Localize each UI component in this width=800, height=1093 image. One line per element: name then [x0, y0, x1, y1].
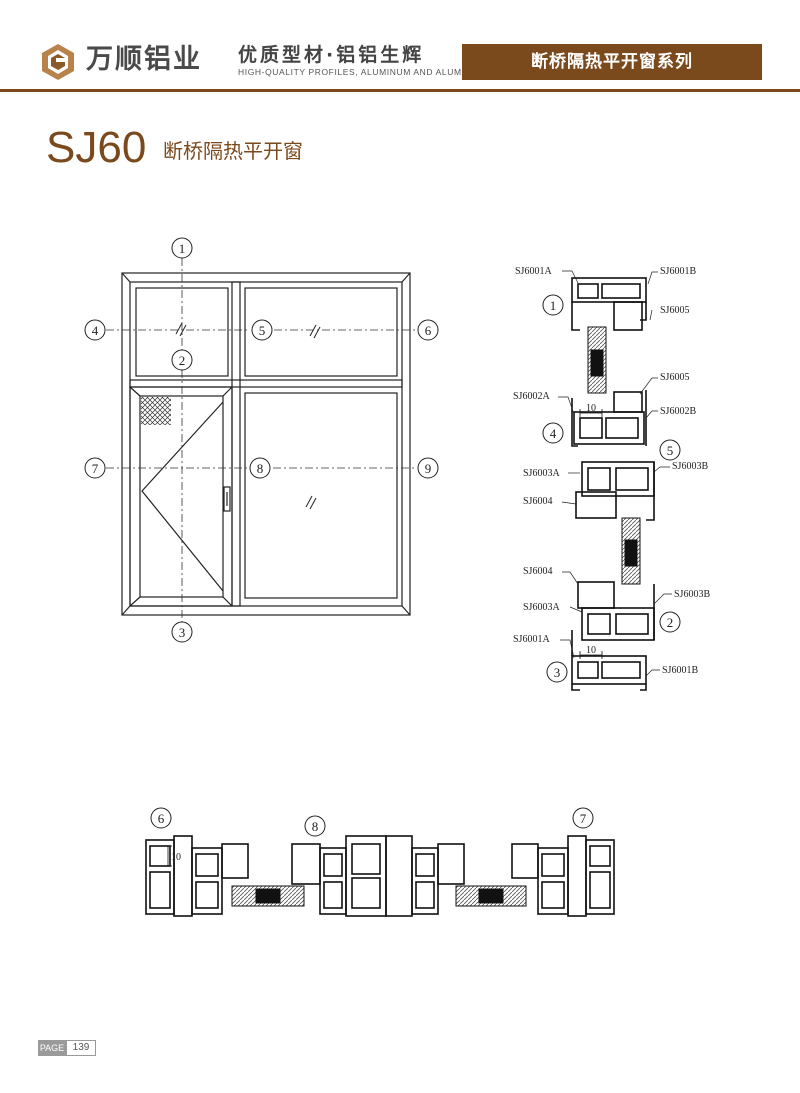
- label-sj6001b-bottom: SJ6001B: [662, 665, 698, 676]
- profile-sj6001-top: [571, 277, 647, 303]
- horizontal-mark-8: 8: [312, 819, 319, 834]
- label-sj6002a: SJ6002A: [513, 391, 550, 402]
- profile-sj6002: [573, 411, 645, 445]
- brand-name: 万顺铝业: [86, 44, 202, 75]
- label-sj6003a-bottom: SJ6003A: [523, 602, 560, 613]
- profile-sj6001-bottom: [571, 655, 647, 685]
- vertical-mark-1: 1: [550, 298, 557, 313]
- label-sj6001a-bottom: SJ6001A: [513, 634, 550, 645]
- slogan: 优质型材·铝铝生辉: [238, 44, 425, 66]
- insect-screen-hatch: [141, 397, 171, 425]
- opening-sash: [129, 386, 233, 607]
- elevation-mark-7: 7: [92, 461, 99, 476]
- label-sj6004-top: SJ6004: [523, 496, 552, 507]
- elevation-mark-2: 2: [179, 353, 186, 368]
- profile-sj6005-top: [613, 301, 643, 331]
- vertical-mark-3: 3: [554, 665, 561, 680]
- vertical-mark-4: 4: [550, 426, 557, 441]
- horizontal-transom: [129, 379, 403, 388]
- bottom-right-pane: [244, 392, 398, 599]
- top-right-pane: [244, 287, 398, 377]
- header-rule: [0, 89, 800, 92]
- horizontal-mark-6: 6: [158, 811, 165, 826]
- page-number: 139: [66, 1040, 96, 1056]
- profile-sj6005-mid: [613, 391, 643, 413]
- profile-right-frame: [585, 839, 615, 915]
- vertical-mark-2: 2: [667, 615, 674, 630]
- vertical-mark-5: 5: [667, 443, 674, 458]
- slogan-english: HIGH-QUALITY PROFILES, ALUMINUM AND ALUM…: [238, 67, 486, 77]
- label-sj6002b: SJ6002B: [660, 406, 696, 417]
- vertical-dim-a: 10: [586, 403, 596, 414]
- model-name: 断桥隔热平开窗: [163, 139, 303, 163]
- horizontal-dim: 10: [171, 852, 181, 863]
- vertical-mullion: [231, 281, 241, 607]
- horizontal-section-drawing: 10 6 8 7: [145, 807, 615, 917]
- opening-direction-lines: [141, 401, 224, 592]
- elevation-mark-5: 5: [259, 323, 266, 338]
- outer-frame: [121, 272, 411, 616]
- elevation-mark-6: 6: [425, 323, 432, 338]
- vertical-section-drawing: 10 10 SJ6001A SJ6001B SJ6005 SJ6005 SJ60…: [513, 266, 710, 691]
- elevation-mark-4: 4: [92, 323, 99, 338]
- elevation-mark-1: 1: [179, 241, 186, 256]
- profile-sj6004-top: [575, 491, 617, 519]
- label-sj6004-bottom: SJ6004: [523, 566, 552, 577]
- company-logo-icon: [42, 44, 74, 80]
- window-elevation-drawing: 1 2 3 4 5 6 7 8 9: [84, 237, 439, 643]
- elevation-mark-3: 3: [179, 625, 186, 640]
- label-sj6001a-top: SJ6001A: [515, 266, 552, 277]
- horizontal-mark-7: 7: [580, 811, 587, 826]
- profile-left-sash: [191, 847, 223, 915]
- label-sj6003a-top: SJ6003A: [523, 468, 560, 479]
- elevation-mark-8: 8: [257, 461, 264, 476]
- profile-sj6003-bottom: [581, 607, 655, 641]
- vertical-dim-b: 10: [586, 645, 596, 656]
- label-sj6005-mid: SJ6005: [660, 372, 689, 383]
- page-label: PAGE: [38, 1040, 66, 1056]
- elevation-mark-9: 9: [425, 461, 432, 476]
- model-code: SJ60: [46, 123, 147, 172]
- profile-sj6004-bottom: [577, 581, 615, 609]
- label-sj6003b-bottom: SJ6003B: [674, 589, 710, 600]
- label-sj6003b-top: SJ6003B: [672, 461, 708, 472]
- label-sj6005-top: SJ6005: [660, 305, 689, 316]
- sash-glass: [139, 395, 224, 598]
- label-sj6001b-top: SJ6001B: [660, 266, 696, 277]
- profile-sj6003-top: [581, 461, 655, 497]
- series-banner: 断桥隔热平开窗系列: [462, 44, 762, 80]
